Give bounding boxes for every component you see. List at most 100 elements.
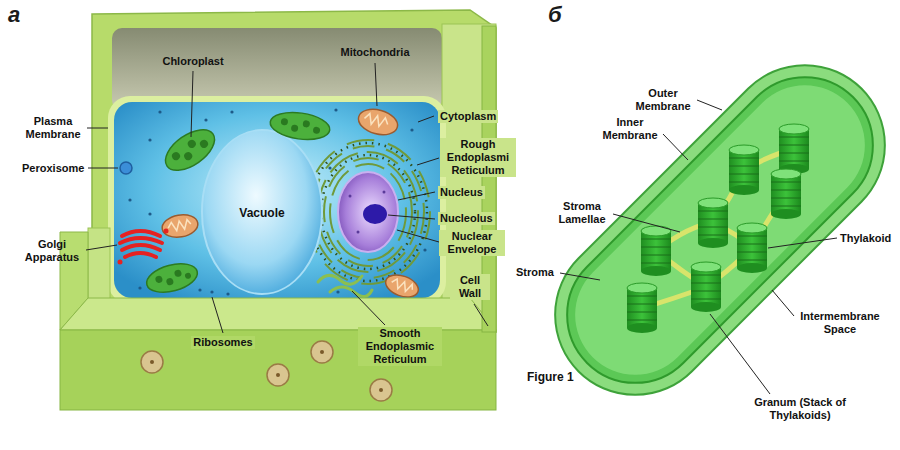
figure-label: Figure 1: [527, 370, 574, 384]
chloroplast: [170, 151, 181, 162]
leader-line: [663, 134, 688, 160]
ribosome-dots: [226, 292, 229, 295]
chloroplast: [280, 118, 288, 126]
nucleus: [338, 172, 398, 252]
granum: [641, 226, 671, 236]
granum: [627, 323, 657, 333]
granum: [779, 124, 809, 174]
smooth-er: [330, 287, 372, 297]
chloroplast: [291, 124, 299, 132]
panel-letter: б: [548, 2, 562, 28]
cell-wall-back: [92, 10, 496, 332]
cell-wall-front: [88, 228, 110, 300]
granum: [737, 223, 767, 273]
cell-wall-front: [60, 298, 496, 330]
granum: [627, 124, 809, 333]
mitochondrion: [383, 271, 422, 301]
ribosome-dots: [128, 108, 426, 295]
plasmodesma: [379, 388, 383, 392]
chloroplast: [174, 269, 183, 278]
granum: [698, 198, 728, 208]
granum: [737, 263, 767, 273]
panel-letter: а: [8, 2, 20, 28]
leader-line: [388, 215, 435, 219]
chloroplast: [186, 138, 197, 149]
part-label: Plasma Membrane: [21, 115, 85, 141]
mitochondrion: [383, 271, 422, 301]
granum: [691, 275, 721, 299]
plasmodesma: [276, 373, 280, 377]
granum: [779, 137, 809, 161]
chloroplast-envelope: [550, 60, 889, 399]
part-label: Intermembrane Space: [792, 310, 888, 336]
chloroplast: [144, 109, 332, 297]
rough-er: [312, 146, 424, 278]
granum: [691, 262, 721, 272]
smooth-er: [318, 275, 372, 296]
granum: [729, 185, 759, 195]
granum: [771, 174, 801, 214]
ribosome-dots: [148, 138, 151, 141]
mitochondrion: [390, 278, 414, 294]
leader-line: [398, 192, 435, 200]
leader-line: [212, 297, 223, 333]
plasma-membrane: [108, 96, 446, 304]
chloroplast: [144, 259, 201, 298]
chloroplast-envelope: [522, 32, 900, 428]
plasmodesma: [267, 364, 289, 386]
part-label: Outer Membrane: [631, 87, 695, 113]
cytoplasm: [114, 102, 440, 298]
rough-er: [321, 155, 415, 269]
chloroplast: [313, 126, 321, 134]
golgi-apparatus: [118, 260, 123, 265]
ribosome-dots: [210, 290, 213, 293]
leader-line: [86, 245, 117, 250]
leader-line: [418, 116, 434, 122]
granum: [698, 211, 728, 235]
mitochondrion: [356, 105, 401, 139]
leader-line: [87, 128, 108, 129]
rough-er: [324, 158, 412, 266]
nucleus: [383, 191, 386, 194]
rough-er: [330, 164, 406, 260]
leader-line: [88, 168, 118, 169]
plasmodesma: [370, 379, 392, 401]
ribosome-dots: [198, 288, 201, 291]
chloroplast-envelope: [522, 32, 900, 428]
part-label: Vacuole: [239, 206, 284, 220]
part-label: Smooth Endoplasmic Reticulum: [358, 327, 442, 366]
cell-wall-front: [60, 26, 496, 410]
leader-line: [352, 291, 385, 325]
part-label: Nucleus: [438, 186, 485, 199]
granum: [698, 198, 728, 248]
granum: [698, 203, 728, 243]
chloroplast-envelope: [539, 49, 900, 411]
ribosome-dots: [410, 128, 413, 131]
granum: [641, 231, 671, 271]
granum: [737, 236, 767, 260]
granum: [737, 223, 767, 233]
granum: [729, 158, 759, 182]
chloroplast: [158, 122, 221, 179]
granum: [729, 145, 759, 155]
plasmodesma: [150, 360, 154, 364]
golgi-apparatus: [118, 229, 169, 265]
granum: [771, 182, 801, 206]
part-label: Rough Endoplasmi Reticulum: [440, 138, 516, 177]
leader-line: [697, 100, 722, 110]
cell-wall-back: [92, 10, 496, 332]
chloroplast: [268, 109, 331, 143]
part-label: Stroma Lamellae: [553, 200, 611, 226]
chloroplast: [155, 275, 164, 284]
nucleus: [349, 195, 352, 198]
granum: [771, 209, 801, 219]
nucleus: [338, 172, 398, 252]
granum: [691, 267, 721, 307]
ribosome-dots: [128, 198, 131, 201]
granum: [691, 302, 721, 312]
leader-line: [613, 214, 680, 232]
part-label: Mitochondria: [340, 46, 409, 59]
part-label: Golgi Apparatus: [20, 238, 84, 264]
chloroplast: [158, 122, 221, 179]
